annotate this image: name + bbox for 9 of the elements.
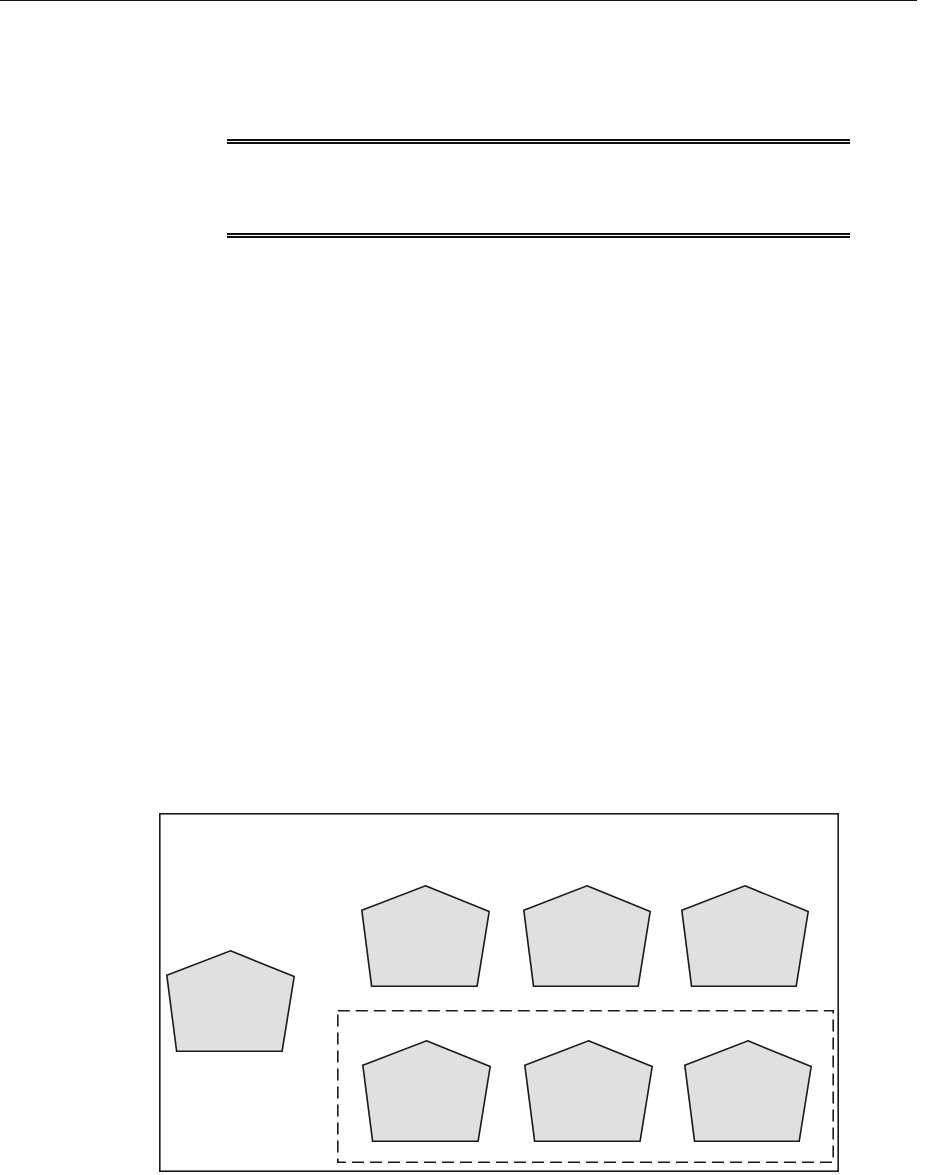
pentagon-shape [362,1040,491,1142]
pentagon-shape [524,1040,653,1142]
pentagon-shape [361,885,490,987]
pentagon-shape [166,950,295,1052]
pentagon-shape [523,885,651,987]
pentagon-shape [684,1040,812,1142]
diagram-frame [159,813,839,1172]
dashed-group-frame [337,1010,834,1163]
pentagon-shape [681,885,809,987]
